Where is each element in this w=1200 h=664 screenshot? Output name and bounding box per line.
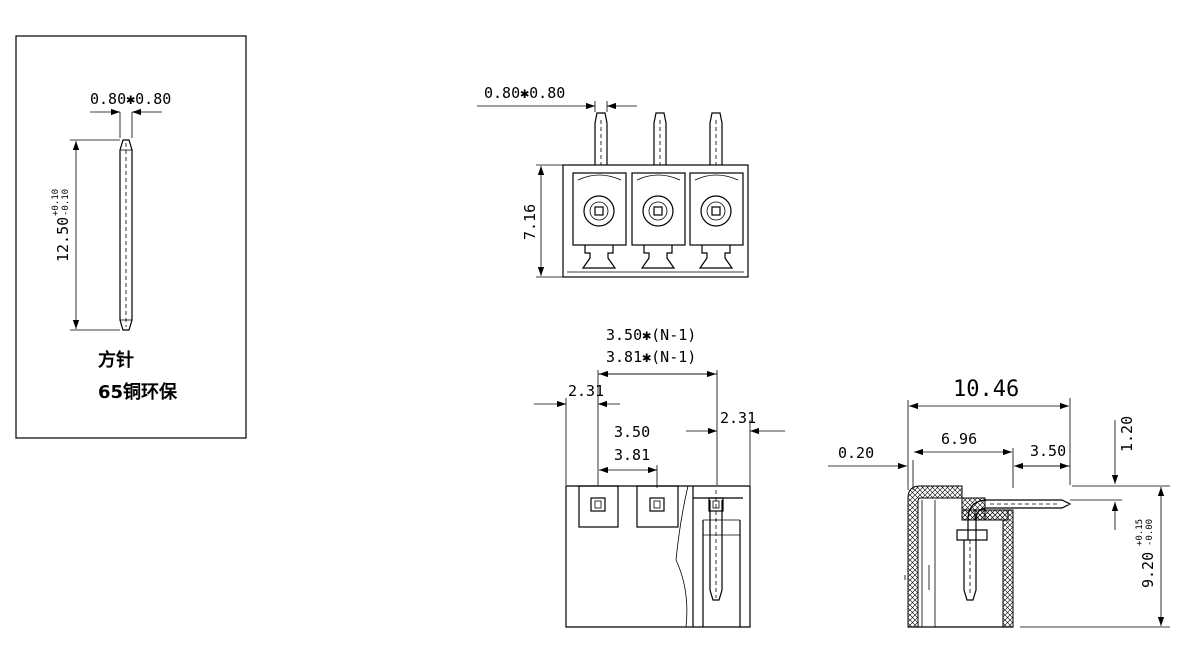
gap-label: 0.20 <box>838 444 874 462</box>
top-height-label: 7.16 <box>521 204 539 240</box>
front-view-housing <box>565 485 751 628</box>
right-offset-label: 2.31 <box>720 409 756 427</box>
total-height-label: 9.20 <box>1139 552 1157 588</box>
front-view-cut-line <box>675 485 689 628</box>
pitch-350-label: 3.50 <box>614 423 650 441</box>
overall-length-label: 10.46 <box>953 377 1019 402</box>
top-view-cells <box>572 172 744 269</box>
front-view: 3.50✱(N-1) 3.81✱(N-1) 2.31 2.31 3.50 3.8… <box>534 326 785 628</box>
pitch-381-label: 3.81 <box>614 446 650 464</box>
pin-panel-frame <box>15 35 247 439</box>
pin-height-label: 1.20 <box>1118 416 1136 452</box>
total-height-tol-plus: +0.15 <box>1135 519 1145 546</box>
pitch-381-total-label: 3.81✱(N-1) <box>606 348 696 366</box>
top-view-housing <box>562 164 749 278</box>
top-pin-size-label: 0.80✱0.80 <box>484 84 565 102</box>
side-view: 10.46 6.96 3.50 0.20 1.20 9.20 +0.15 -0 <box>828 377 1170 628</box>
pin-length-tol-minus: -0.10 <box>61 189 71 216</box>
pin-note-line1: 方针 <box>98 349 134 371</box>
side-view-bent-pin <box>963 499 1072 601</box>
left-offset-label: 2.31 <box>568 382 604 400</box>
pitch-350-total-label: 3.50✱(N-1) <box>606 326 696 344</box>
top-view: 0.80✱0.80 7.16 <box>477 84 749 278</box>
pin-size-label: 0.80✱0.80 <box>90 90 171 108</box>
pin-detail-panel: 0.80✱0.80 12.50 +0.10 -0.10 方针 65铜环保 <box>15 35 247 439</box>
total-height-tol-minus: -0.00 <box>1145 519 1155 546</box>
pin-length-label: 12.50 <box>54 217 72 262</box>
inner-length-label: 6.96 <box>941 430 977 448</box>
side-view-housing <box>904 485 1014 628</box>
pin-out-label: 3.50 <box>1030 442 1066 460</box>
top-view-pins <box>594 112 723 165</box>
pin-length-tol-plus: +0.10 <box>51 189 61 216</box>
pin-note-line2: 65铜环保 <box>98 381 178 403</box>
